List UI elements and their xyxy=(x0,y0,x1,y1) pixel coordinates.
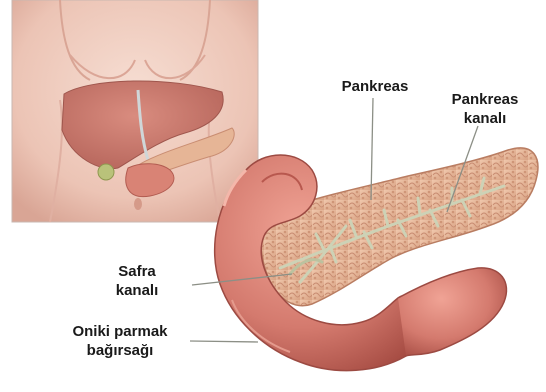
label-bile-duct-line1: Safra xyxy=(92,262,182,281)
torso-inset xyxy=(12,0,258,222)
label-bile-duct-line2: kanalı xyxy=(92,281,182,300)
label-pancreatic-duct-line2: kanalı xyxy=(435,109,535,128)
label-pancreas: Pankreas xyxy=(325,77,425,96)
label-pancreatic-duct: Pankreas kanalı xyxy=(435,90,535,128)
label-bile-duct: Safra kanalı xyxy=(92,262,182,300)
gallbladder xyxy=(98,164,114,180)
label-duodenum-line1: Oniki parmak xyxy=(58,322,182,341)
label-pancreatic-duct-line1: Pankreas xyxy=(435,90,535,109)
label-duodenum: Oniki parmak bağırsağı xyxy=(58,322,182,360)
label-pancreas-text: Pankreas xyxy=(325,77,425,96)
label-duodenum-line2: bağırsağı xyxy=(58,341,182,360)
